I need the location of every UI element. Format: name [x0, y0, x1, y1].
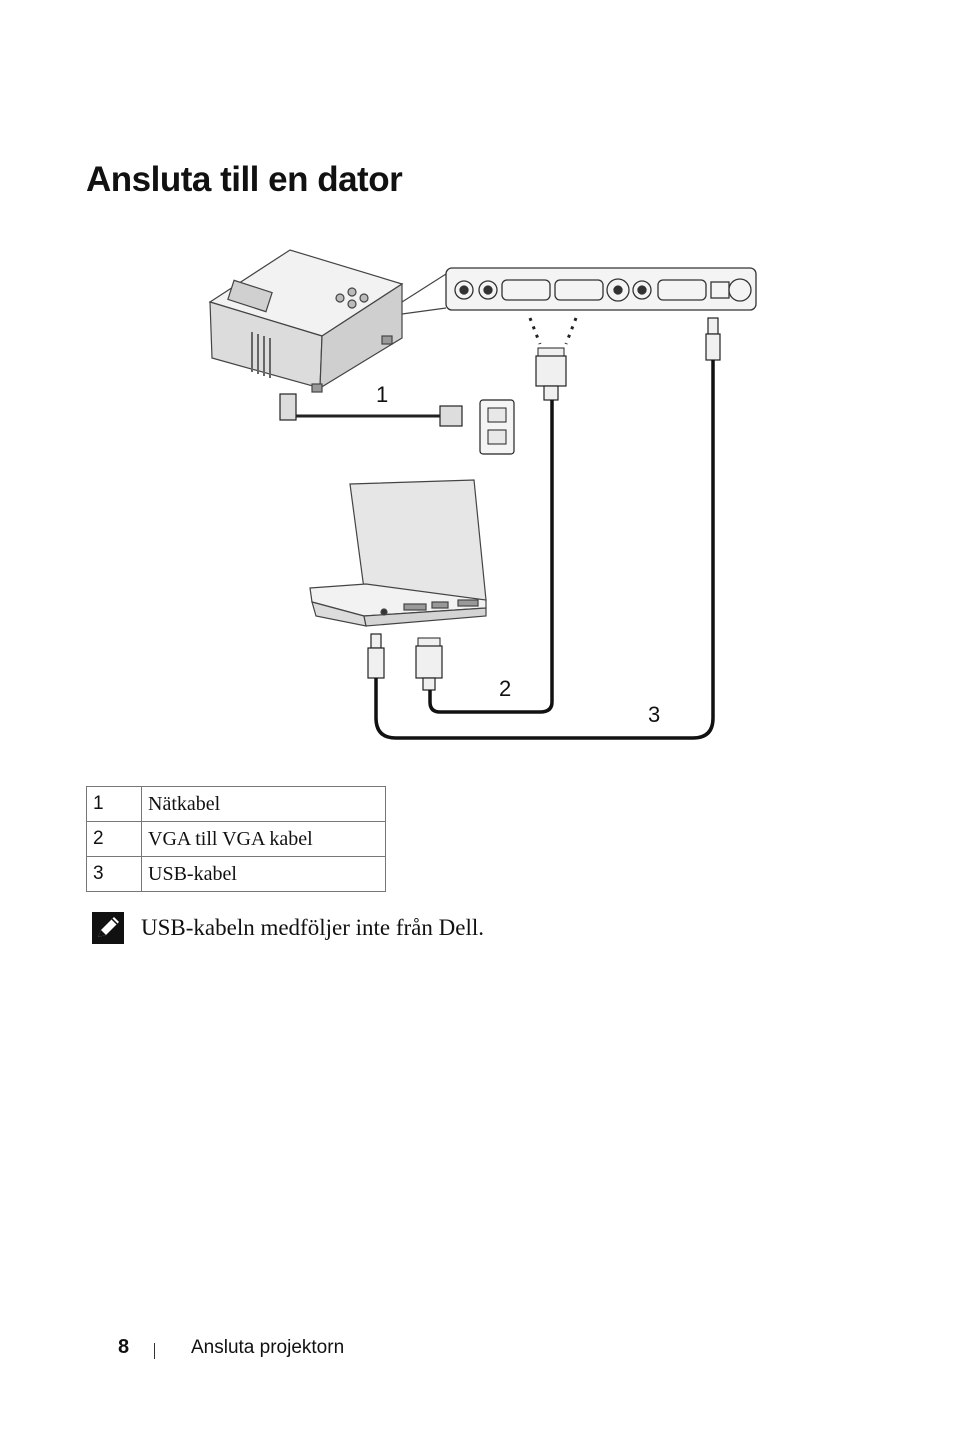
legend-table: 1 Nätkabel 2 VGA till VGA kabel 3 USB-ka… [86, 786, 386, 892]
table-row: 1 Nätkabel [86, 786, 386, 822]
legend-number: 2 [86, 821, 142, 857]
legend-description: USB-kabel [141, 856, 386, 892]
legend-description: VGA till VGA kabel [141, 821, 386, 857]
callout-1: 1 [376, 382, 388, 407]
projector-illustration [208, 249, 404, 393]
legend-number: 1 [86, 786, 142, 822]
callout-3: 3 [648, 702, 660, 727]
page-title: Ansluta till en dator [86, 160, 403, 199]
section-name: Ansluta projektorn [191, 1336, 345, 1358]
vga-connector-illustration [415, 317, 578, 691]
legend-number: 3 [86, 856, 142, 892]
footer-separator [154, 1342, 155, 1359]
callout-2: 2 [499, 676, 511, 701]
usb-cable-line [374, 360, 715, 740]
laptop-illustration [309, 479, 487, 627]
table-row: 2 VGA till VGA kabel [86, 821, 386, 857]
usb-connector-illustration [367, 317, 721, 679]
table-row: 3 USB-kabel [86, 856, 386, 892]
rear-panel-illustration [445, 267, 757, 311]
connection-diagram: 1 2 3 [140, 240, 800, 750]
power-cable-illustration [279, 393, 515, 455]
page-footer: 8 Ansluta projektorn [118, 1336, 344, 1359]
note: USB-kabeln medföljer inte från Dell. [92, 912, 484, 944]
note-pencil-icon [92, 912, 124, 944]
legend-description: Nätkabel [141, 786, 386, 822]
page-number: 8 [118, 1336, 130, 1358]
note-text: USB-kabeln medföljer inte från Dell. [141, 915, 484, 940]
vga-cable-line [428, 400, 554, 714]
